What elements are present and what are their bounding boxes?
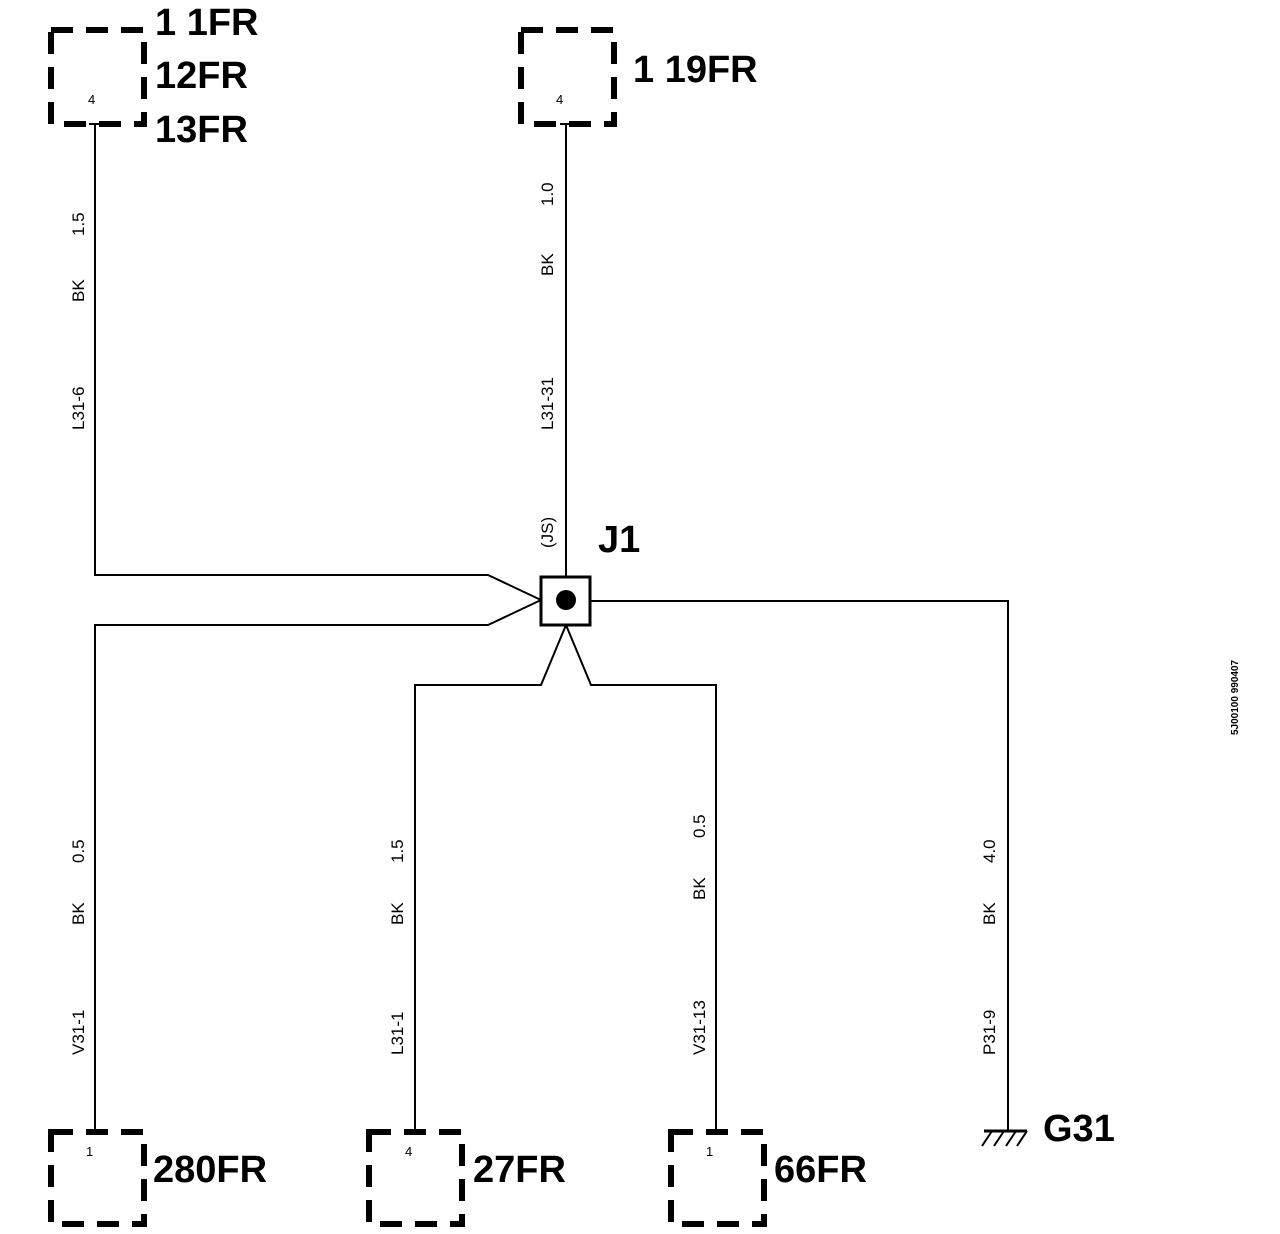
- wire-id: V31-1: [69, 1010, 88, 1055]
- wire-color: BK: [69, 902, 88, 925]
- wire-size: 1.5: [69, 212, 88, 236]
- wire-l31-6[interactable]: [94, 124, 542, 601]
- wire-color: BK: [388, 902, 407, 925]
- wire-v31-1[interactable]: [94, 599, 542, 1130]
- connector-label: 1 1FR: [155, 2, 258, 44]
- wire-size: 0.5: [69, 839, 88, 863]
- connector-pin: 4: [405, 1144, 412, 1159]
- wire-id: L31-31: [538, 377, 557, 430]
- connector-bottom-27fr[interactable]: 4: [366, 1129, 465, 1227]
- wire-id: P31-9: [980, 1010, 999, 1055]
- wire-size: 1.0: [538, 182, 557, 206]
- ground-g31-icon: [981, 1129, 1028, 1147]
- connector-label: 66FR: [774, 1149, 867, 1191]
- connector-pin: 1: [86, 1144, 93, 1159]
- connector-top-left[interactable]: 4: [48, 27, 147, 127]
- wire-p31-9[interactable]: [590, 600, 1009, 1130]
- connector-pin: 4: [88, 92, 95, 107]
- wire-color: BK: [69, 279, 88, 302]
- connector-label: 27FR: [473, 1149, 566, 1191]
- junction-tag: (JS): [538, 517, 557, 548]
- connector-label: 1 19FR: [633, 49, 758, 91]
- wire-color: BK: [690, 877, 709, 900]
- connector-label: 13FR: [155, 109, 248, 151]
- connector-top-center[interactable]: 4: [518, 27, 617, 127]
- wire-l31-1[interactable]: [414, 624, 567, 1130]
- connector-bottom-280fr[interactable]: 1: [48, 1129, 147, 1227]
- junction-dot-icon: [556, 590, 576, 610]
- connector-pin: 4: [556, 92, 563, 107]
- wire-color: BK: [980, 902, 999, 925]
- wire-size: 4.0: [980, 839, 999, 863]
- wire-id: L31-1: [388, 1012, 407, 1055]
- wire-color: BK: [538, 253, 557, 276]
- connector-pin: 1: [706, 1144, 713, 1159]
- junction-j1[interactable]: [539, 575, 592, 627]
- connector-bottom-66fr[interactable]: 1: [668, 1129, 767, 1227]
- wire-id: L31-6: [69, 387, 88, 430]
- wire-size: 0.5: [690, 814, 709, 838]
- connector-label: 12FR: [155, 55, 248, 97]
- ground-label: G31: [1043, 1108, 1115, 1150]
- junction-label: J1: [598, 519, 640, 561]
- wire-v31-13[interactable]: [565, 624, 717, 1130]
- connector-label: 280FR: [153, 1149, 267, 1191]
- wire-id: V31-13: [690, 1000, 709, 1055]
- figure-code: 5J00100 990407: [1230, 659, 1241, 735]
- wire-size: 1.5: [388, 839, 407, 863]
